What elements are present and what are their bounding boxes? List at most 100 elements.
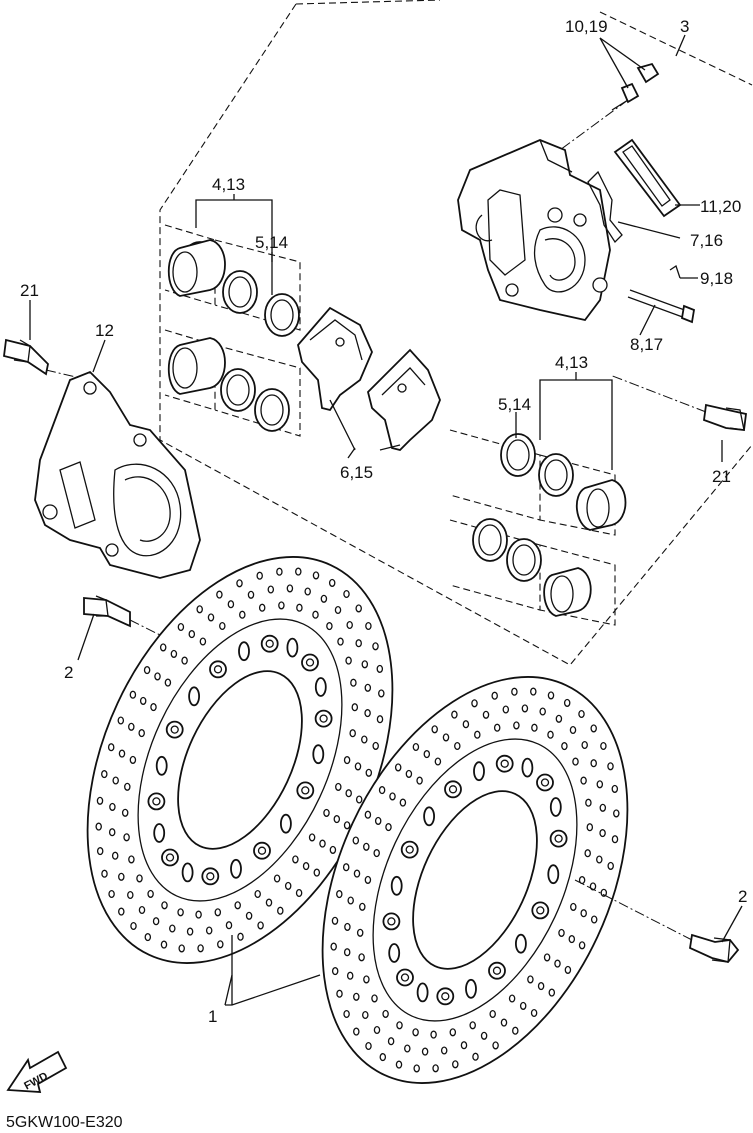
drill-hole (109, 802, 116, 811)
drill-hole (580, 909, 587, 918)
disc-button-center (387, 917, 396, 926)
drill-hole (531, 723, 538, 732)
drill-hole (421, 1047, 429, 1056)
drill-hole (107, 743, 115, 752)
drill-hole (469, 1021, 476, 1030)
drill-hole (530, 687, 537, 696)
drill-hole (361, 735, 368, 744)
drill-hole (372, 741, 379, 750)
drill-hole (234, 901, 241, 910)
drill-hole (581, 740, 588, 750)
drill-hole (345, 656, 352, 665)
disc-slot (473, 761, 485, 782)
drill-hole (362, 1010, 369, 1020)
drill-hole (258, 603, 266, 612)
drill-hole (376, 664, 384, 673)
drill-hole (256, 571, 263, 580)
drill-hole (296, 603, 303, 612)
drill-hole (199, 637, 207, 646)
drill-hole (358, 953, 365, 962)
drill-hole (563, 698, 571, 707)
disc-slot (188, 686, 201, 707)
drill-hole (492, 1041, 499, 1050)
callout-11-20: 11,20 (700, 197, 741, 216)
drill-hole (356, 928, 364, 937)
disc-slot (390, 875, 403, 896)
drill-hole (482, 710, 490, 719)
drill-hole (295, 888, 303, 898)
drill-hole (276, 567, 283, 576)
pad-pin (627, 264, 696, 324)
drill-hole (178, 944, 185, 953)
bleed-screw (559, 62, 660, 151)
disc-slot (181, 862, 194, 883)
drill-hole (139, 696, 147, 705)
drill-hole (265, 898, 273, 907)
callout-21-left: 21 (20, 281, 39, 300)
drill-hole (207, 613, 215, 622)
drill-hole (331, 967, 339, 976)
drill-hole (354, 762, 362, 771)
drill-hole (161, 901, 168, 910)
drill-hole (237, 932, 244, 941)
drill-hole (331, 916, 339, 925)
callout-10-19: 10,19 (565, 17, 608, 36)
drill-hole (519, 1001, 527, 1010)
drill-hole (337, 637, 344, 646)
drill-hole (254, 889, 261, 899)
drill-hole (413, 1064, 420, 1073)
drill-hole (599, 829, 606, 838)
drill-hole (159, 643, 167, 652)
callout-labels: 10,19 3 4,13 5,14 11,20 7,16 9,18 8,17 1… (20, 17, 747, 1026)
drill-hole (245, 911, 253, 920)
drill-hole (569, 725, 577, 735)
disc-button-center (305, 658, 315, 667)
bolt-disc-right (574, 879, 740, 964)
drill-hole (345, 789, 352, 798)
drill-hole (547, 730, 554, 739)
drill-hole (547, 691, 555, 700)
drill-hole (480, 1031, 488, 1040)
drill-hole (326, 622, 333, 631)
pad-spring (613, 138, 682, 218)
disc-slot (549, 797, 562, 817)
drill-hole (112, 776, 119, 785)
drill-hole (335, 782, 342, 791)
drill-hole (527, 975, 534, 984)
drill-hole (363, 975, 370, 984)
callout-2-right: 2 (738, 887, 747, 906)
callout-2-left: 2 (64, 663, 73, 682)
disc-slot (238, 641, 250, 662)
piston-group-right (449, 429, 627, 626)
drill-hole (186, 927, 194, 936)
drill-hole (257, 921, 264, 930)
drill-hole (138, 729, 145, 738)
disc-slot (465, 978, 477, 999)
drill-hole (511, 687, 518, 696)
drill-hole (558, 928, 565, 937)
drill-hole (123, 833, 130, 842)
drill-hole (364, 810, 372, 819)
disc-button-center (554, 834, 563, 843)
drill-hole (374, 816, 382, 825)
drill-hole (170, 649, 178, 658)
drill-hole (365, 768, 373, 777)
drill-hole (493, 723, 501, 732)
drill-hole (154, 672, 161, 681)
disc-slot (279, 813, 292, 834)
disc-button-center (441, 992, 450, 1001)
drill-hole (590, 759, 597, 768)
drill-hole (295, 567, 302, 576)
drill-hole (600, 888, 608, 897)
drill-hole (365, 1041, 372, 1051)
callout-1: 1 (208, 1007, 217, 1026)
drill-hole (111, 851, 119, 860)
drill-hole (118, 872, 125, 881)
drill-hole (399, 798, 407, 807)
disc-button-center (257, 846, 267, 855)
drill-hole (227, 600, 235, 609)
disc-button-center (170, 725, 179, 734)
brake-disc-right (321, 676, 629, 1084)
drill-hole (278, 601, 285, 610)
drill-hole (177, 622, 185, 632)
